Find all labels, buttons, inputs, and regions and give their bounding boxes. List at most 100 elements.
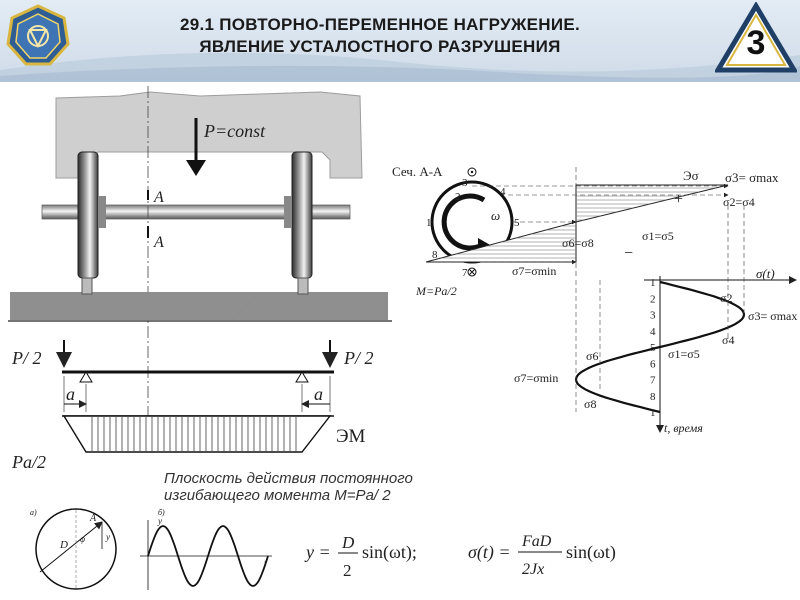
stress-diagram-label: Эσ	[683, 168, 699, 183]
circle-label-phi: φ	[80, 534, 85, 544]
time-point-label: 5	[650, 342, 656, 354]
wave-label-y: y	[157, 516, 162, 526]
sigma6-8-label: σ6=σ8	[562, 236, 594, 250]
point-out-dot	[470, 170, 474, 174]
curve-sigma1-5-label: σ1=σ5	[668, 347, 700, 361]
circle-label-y: y	[105, 532, 110, 542]
force-label-right: P/ 2	[343, 348, 374, 368]
dim-label-left: a	[66, 384, 75, 404]
moment-diagram	[62, 415, 332, 453]
circle-point-label: 4	[500, 186, 506, 198]
section-label-top: A	[153, 189, 164, 206]
omega-label: ω	[491, 208, 500, 223]
circle-point-label: 8	[432, 249, 438, 261]
small-sine-wave	[147, 525, 269, 587]
title-line-2: ЯВЛЕНИЕ УСТАЛОСТНОГО РАЗРУШЕНИЯ	[199, 37, 561, 56]
formula-s-num: FaD	[521, 533, 552, 550]
curve-sigma6-label: σ6	[586, 349, 598, 363]
curve-sigma2-label: σ2	[720, 291, 732, 305]
curve-sigma7-label: σ7=σmin	[514, 371, 558, 385]
formula-y-lhs: y =	[304, 542, 331, 562]
minus-sign: −	[624, 245, 633, 262]
circle-point-label: 5	[514, 217, 520, 229]
stress-sine-curve	[574, 280, 746, 414]
curve-sigma4-label: σ4	[722, 333, 734, 347]
force-label-left: P/ 2	[11, 348, 42, 368]
stress-distribution: Эσ σ3= σmax σ2=σ4 σ1=σ5 σ6=σ8 σ7=σmin + …	[425, 167, 779, 278]
right-hub	[284, 196, 292, 228]
rotation-circle	[35, 508, 117, 590]
stress-hatching	[441, 187, 716, 259]
time-point-label: 4	[650, 326, 656, 338]
left-hub	[98, 196, 106, 228]
sigma1-5-label: σ1=σ5	[642, 229, 674, 243]
institute-logo	[6, 4, 70, 66]
rotation-arc	[441, 193, 486, 251]
curve-sigma8-label: σ8	[584, 397, 596, 411]
time-axis-label: t, время	[664, 421, 703, 435]
bottom-figures: a) б) A D φ y y t y = D 2 sin(ωt); σ(t) …	[30, 508, 616, 590]
time-points: 1 2 3 4 5 6 7 8 1	[650, 277, 656, 419]
load-label: P=const	[203, 121, 266, 141]
caption-line-2: изгибающего момента M=Pa/ 2	[164, 487, 391, 504]
wave-label-t: t	[264, 558, 267, 568]
time-point-label: 3	[650, 310, 656, 322]
fig-a-label: a)	[30, 508, 37, 517]
sigma3-label: σ3= σmax	[725, 170, 779, 185]
moment-value-label: Pa/2	[11, 452, 46, 472]
point-in-cross	[468, 268, 476, 276]
slide-header: 29.1 ПОВТОРНО-ПЕРЕМЕННОЕ НАГРУЖЕНИЕ. ЯВЛ…	[0, 0, 800, 82]
stress-time-graph: σ(t) t, время 1 2 3 4 5 6 7 8 1 σ2 σ3= σmax σ4 σ…	[514, 205, 797, 435]
support-right	[295, 371, 309, 383]
time-point-label: 6	[650, 358, 656, 370]
circle-point-label: 2	[455, 191, 461, 203]
formula-y-den: 2	[343, 561, 352, 580]
curve-sigma3-label: σ3= σmax	[748, 309, 797, 323]
slide-number-badge: 3	[713, 1, 799, 74]
dim-label-right: a	[314, 384, 323, 404]
wheelset-drawing: P=const A A	[8, 86, 392, 430]
moment-hatching	[91, 417, 297, 451]
slide-number: 3	[746, 24, 766, 62]
time-point-label: 7	[650, 375, 656, 387]
left-contact	[81, 277, 93, 295]
circle-label-A: A	[89, 513, 97, 524]
circle-point-label: 7	[462, 267, 468, 279]
time-point-label: 1	[650, 407, 656, 419]
formula-y-num: D	[341, 533, 355, 552]
formula-s-den: 2Jx	[522, 561, 544, 578]
support-left	[79, 371, 93, 383]
circle-point-label: 3	[462, 177, 468, 189]
sigma2-4-label: σ2=σ4	[723, 195, 755, 209]
sigma-axis-label: σ(t)	[756, 266, 775, 281]
caption-line-1: Плоскость действия постоянного	[164, 470, 413, 487]
diameter-line	[39, 521, 103, 573]
circle-label-D: D	[59, 539, 68, 551]
fig-b-label: б)	[158, 508, 165, 517]
triangle-badge-icon	[713, 1, 799, 73]
stress-plus-region	[575, 184, 729, 223]
section-label-bottom: A	[153, 234, 164, 251]
axle	[41, 204, 351, 220]
load-arrow-head	[186, 160, 206, 176]
formula-s-lhs: σ(t) =	[468, 542, 511, 563]
time-point-label: 8	[650, 391, 656, 403]
section-title: Сеч. А-А	[392, 164, 443, 179]
sigma7-label: σ7=σmin	[512, 264, 556, 278]
left-wheel	[77, 151, 99, 279]
right-wheel	[291, 151, 313, 279]
formula-y-rhs: sin(ωt);	[362, 542, 417, 563]
rail-texture	[10, 292, 388, 320]
curve-projection-lines	[575, 205, 745, 412]
formula-s-rhs: sin(ωt)	[566, 542, 616, 563]
slide-title: 29.1 ПОВТОРНО-ПЕРЕМЕННОЕ НАГРУЖЕНИЕ. ЯВЛ…	[90, 14, 670, 58]
time-point-label: 2	[650, 293, 656, 305]
beam-scheme: P/ 2 P/ 2 a a ЭМ Pa/2 Плоскость действия…	[11, 340, 413, 504]
title-line-1: 29.1 ПОВТОРНО-ПЕРЕМЕННОЕ НАГРУЖЕНИЕ.	[179, 15, 581, 34]
moment-label: ЭМ	[336, 426, 366, 447]
right-contact	[297, 277, 309, 295]
circle-point-label: 1	[426, 217, 432, 229]
time-point-label: 1	[650, 277, 656, 289]
